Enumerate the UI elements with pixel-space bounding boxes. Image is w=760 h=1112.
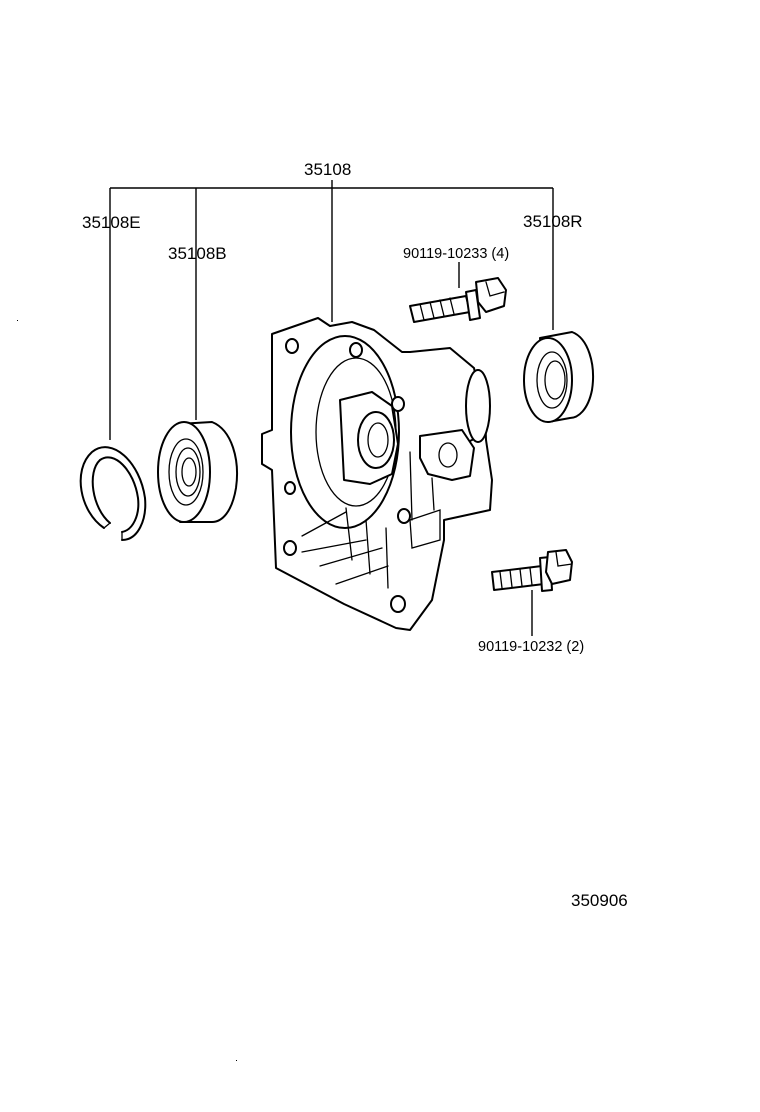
bolt-lower-part: [491, 549, 573, 592]
scan-specks: [17, 320, 237, 1061]
label-snap-ring: 35108E: [82, 213, 141, 232]
oil-seal-part: [523, 331, 594, 423]
label-assembly: 35108: [304, 160, 351, 179]
label-bolt-lower: 90119-10232 (2): [478, 639, 584, 655]
snap-ring-part: [79, 446, 147, 541]
bolt-upper-part: [409, 277, 507, 323]
label-bearing: 35108B: [168, 244, 227, 263]
leader-lines: [109, 180, 554, 636]
label-oil-seal: 35108R: [523, 212, 583, 231]
label-figure-number: 350906: [571, 891, 628, 910]
ball-bearing-part: [157, 421, 238, 523]
extension-housing-part: [261, 317, 493, 631]
label-bolt-upper: 90119-10233 (4): [403, 246, 509, 262]
